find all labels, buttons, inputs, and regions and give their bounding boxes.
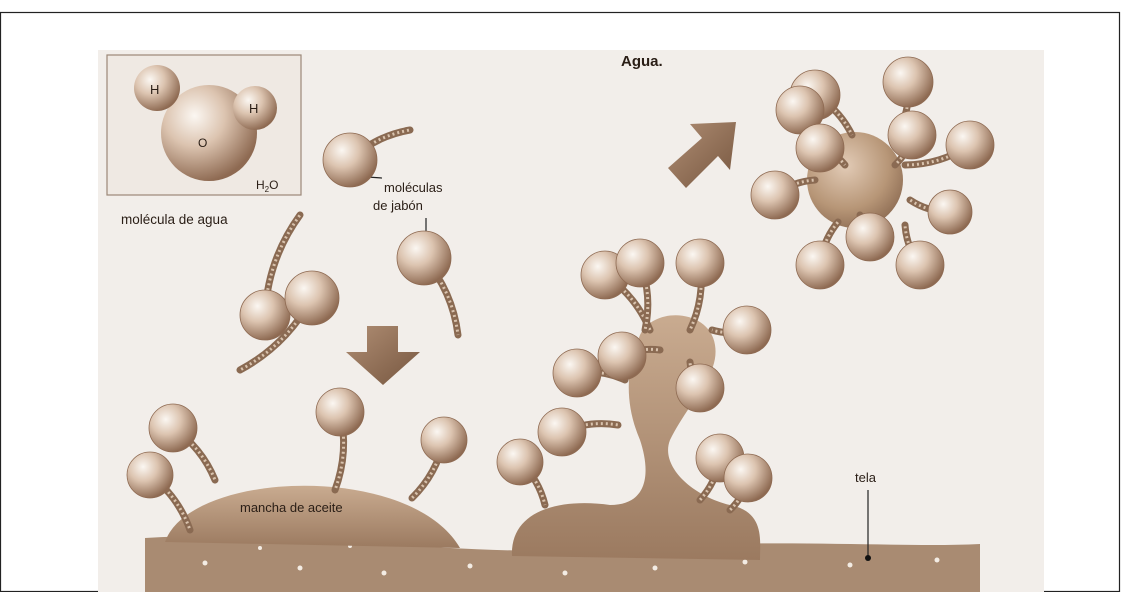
soap-head: [676, 364, 724, 412]
soap-head: [724, 454, 772, 502]
soap-head: [285, 271, 339, 325]
soap-head: [421, 417, 467, 463]
soap-head: [751, 171, 799, 219]
soap-head: [723, 306, 771, 354]
oil-stain-label: mancha de aceite: [240, 500, 343, 515]
soap-head: [149, 404, 197, 452]
fabric-label: tela: [855, 470, 877, 485]
soap-head: [796, 241, 844, 289]
soap-head: [240, 290, 290, 340]
soap-molecules-label-line1: moléculas: [384, 180, 443, 195]
diagram-title: Agua.: [621, 53, 663, 70]
soap-head: [497, 439, 543, 485]
soap-head: [846, 213, 894, 261]
oxygen-label: O: [198, 136, 207, 150]
soap-head: [553, 349, 601, 397]
soap-head: [676, 239, 724, 287]
soap-head: [796, 124, 844, 172]
soap-head: [127, 452, 173, 498]
soap-molecules-label-line2: de jabón: [373, 198, 423, 213]
soap-head: [888, 111, 936, 159]
soap-head: [316, 388, 364, 436]
hydrogen-label-right: H: [249, 101, 258, 116]
water-molecule-inset: H H O H2O: [107, 55, 301, 195]
soap-head: [928, 190, 972, 234]
soap-head: [598, 332, 646, 380]
soap-head: [397, 231, 451, 285]
soap-head: [616, 239, 664, 287]
hydrogen-label-left: H: [150, 82, 159, 97]
soap-head: [896, 241, 944, 289]
soap-head: [883, 57, 933, 107]
soap-head: [946, 121, 994, 169]
soap-head: [538, 408, 586, 456]
water-molecule-caption: molécula de agua: [121, 212, 228, 227]
soap-head: [323, 133, 377, 187]
fabric-label-dot: [865, 555, 871, 561]
